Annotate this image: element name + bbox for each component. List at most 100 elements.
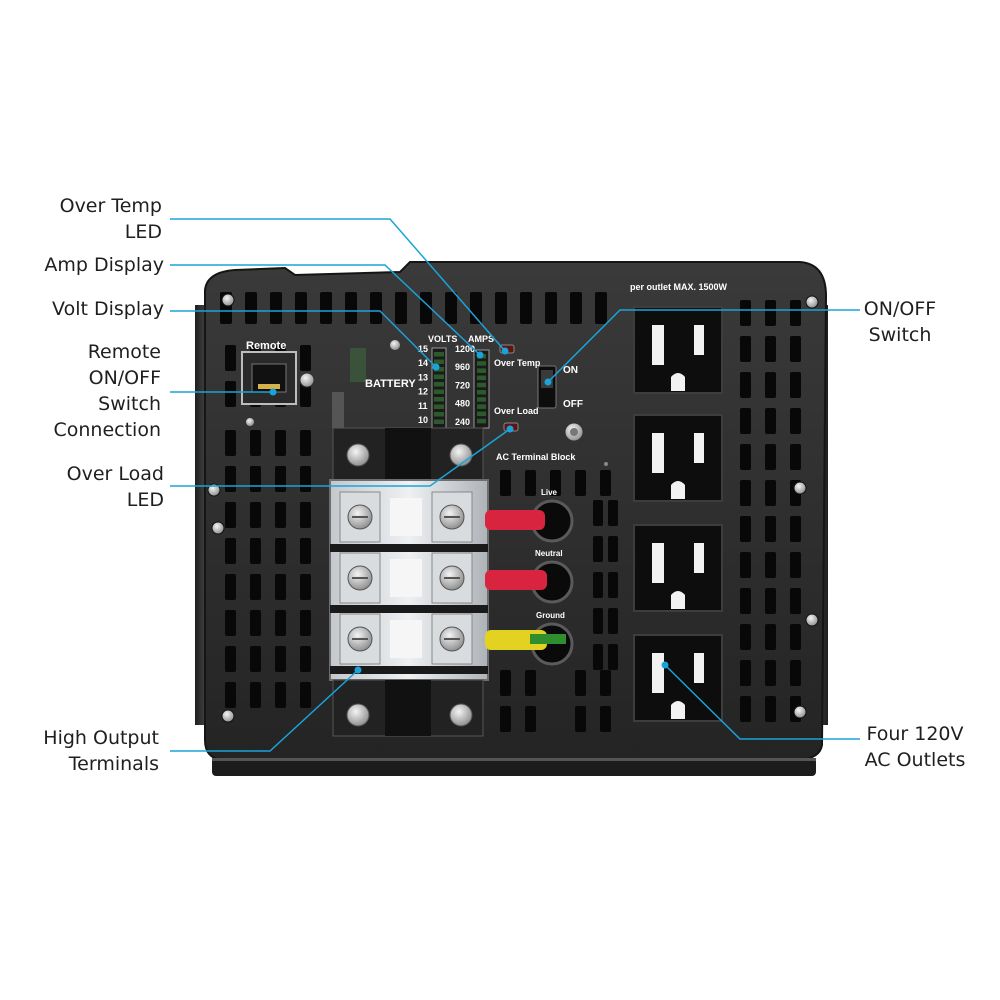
vent-slot — [765, 444, 776, 470]
volts-label: VOLTS — [428, 334, 457, 344]
vent-slot — [765, 480, 776, 506]
vent-slot — [250, 430, 261, 456]
callout-high-output-terminals: High Output Terminals — [43, 727, 159, 775]
terminal-label-strip — [390, 559, 422, 597]
amp-segment — [477, 418, 486, 424]
vent-slot — [740, 336, 751, 362]
leader-high-output — [170, 669, 359, 752]
vent-slot — [790, 444, 801, 470]
vent-slot — [575, 470, 586, 496]
amp-segment — [477, 397, 486, 402]
vent-slot — [765, 408, 776, 434]
vent-slot — [765, 660, 776, 686]
vent-slot — [470, 292, 482, 324]
vent-slot — [790, 300, 801, 326]
vent-slot — [250, 538, 261, 564]
vent-slot — [593, 536, 603, 562]
amp-segment — [477, 361, 486, 366]
terminal-divider — [330, 544, 488, 552]
remote-label: Remote — [246, 340, 286, 352]
vent-slot — [765, 372, 776, 398]
vent-slot — [225, 574, 236, 600]
vent-slot — [790, 624, 801, 650]
ground-wire — [530, 634, 566, 644]
vent-slot — [740, 300, 751, 326]
vent-slot — [250, 610, 261, 636]
amp-tick-label: 1200 — [455, 344, 475, 354]
vent-slot — [300, 574, 311, 600]
amp-tick-label: 960 — [455, 362, 470, 372]
vent-slot — [765, 300, 776, 326]
outlet-slot — [694, 543, 704, 573]
leader-endpoints — [269, 347, 669, 674]
vent-slots — [220, 292, 801, 732]
amp-segment — [477, 382, 486, 388]
amp-segment — [477, 368, 486, 373]
vent-slot — [790, 408, 801, 434]
vent-slot — [790, 372, 801, 398]
vent-slot — [300, 538, 311, 564]
terminal-divider — [330, 605, 488, 613]
outlet-rating: per outlet MAX. 1500W — [630, 282, 728, 292]
volt-segment — [434, 359, 444, 364]
outlet-slot — [652, 653, 664, 693]
vent-slot — [300, 502, 311, 528]
terminal-base-screw-right — [449, 703, 473, 727]
vent-slot — [275, 502, 286, 528]
vent-slot — [740, 660, 751, 686]
vent-slot — [395, 292, 407, 324]
remote-screw — [246, 418, 254, 426]
amp-segment — [477, 390, 486, 395]
vent-slot — [300, 381, 311, 407]
panel-screw-top — [390, 340, 400, 350]
vent-slot — [608, 572, 618, 598]
battery-label: BATTERY — [365, 378, 416, 390]
vent-slot — [370, 292, 382, 324]
vent-slot — [270, 292, 282, 324]
outlet-ground-hole — [671, 591, 685, 609]
internal-wires — [350, 348, 366, 382]
amp-tick-label: 480 — [455, 399, 470, 409]
leader-end-high-output — [354, 666, 362, 674]
vent-slot — [250, 574, 261, 600]
leader-end-outlets — [661, 661, 669, 669]
leader-lines — [170, 218, 860, 752]
vent-slot — [740, 372, 751, 398]
amp-tick-label: 720 — [455, 380, 470, 390]
neutral-wire-lug — [485, 570, 547, 590]
terminal-divider — [330, 666, 488, 674]
vent-slot — [790, 588, 801, 614]
live-label: Live — [541, 488, 558, 497]
leader-end-over-temp — [501, 347, 509, 355]
leader-outlets — [664, 664, 860, 740]
vent-slot — [740, 444, 751, 470]
volt-segment — [434, 389, 444, 394]
leader-over-load — [170, 428, 511, 487]
amp-segment — [477, 404, 486, 409]
vent-slot — [445, 292, 457, 324]
outlet-slot — [694, 653, 704, 683]
base-plate-highlight — [212, 758, 816, 761]
outlet-slot — [652, 543, 664, 583]
terminal-base-screw-left — [346, 703, 370, 727]
switch-on-label: ON — [563, 365, 578, 376]
volt-segment — [434, 374, 444, 379]
housing-screw — [211, 521, 225, 535]
leader-end-onoff — [544, 378, 552, 386]
leader-amp-display — [170, 264, 481, 356]
vent-slot — [575, 706, 586, 732]
vent-slot — [608, 644, 618, 670]
vent-slot — [593, 608, 603, 634]
volt-segment — [434, 382, 444, 387]
ac-outlets — [633, 306, 723, 722]
outlet-slot — [694, 433, 704, 463]
leader-onoff — [547, 309, 860, 383]
amp-segment — [477, 375, 486, 381]
vent-slot — [600, 670, 611, 696]
vent-slot — [300, 430, 311, 456]
vent-slot — [225, 345, 236, 371]
over-temp-label: Over Temp — [494, 358, 541, 368]
vent-slot — [608, 536, 618, 562]
